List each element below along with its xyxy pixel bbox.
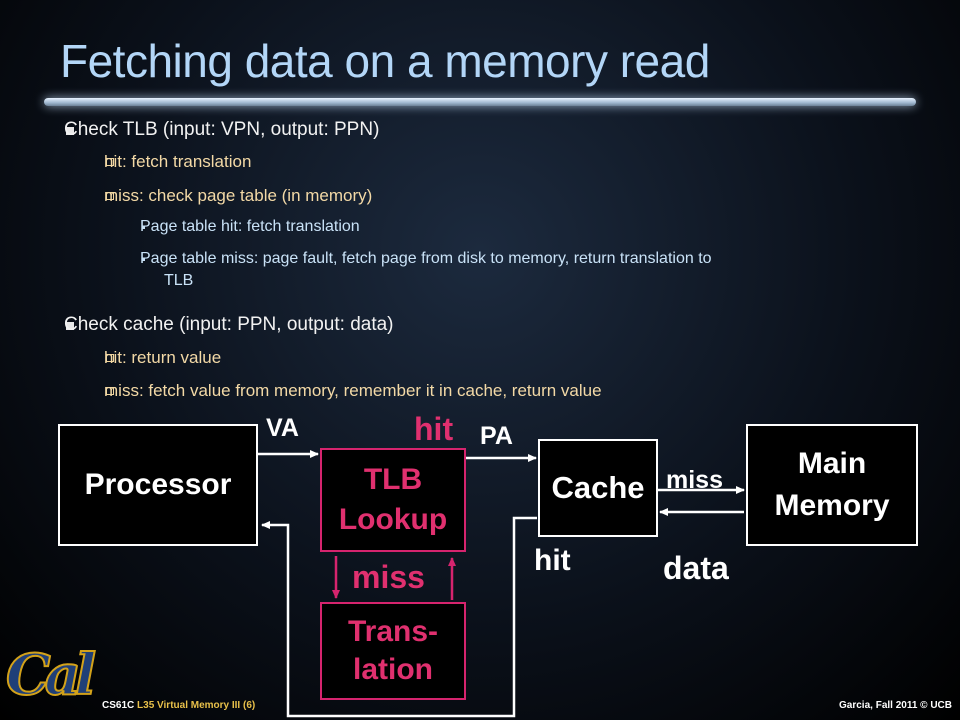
translation-box: Trans- lation	[320, 602, 466, 700]
bullet-cache-hit: hit: return value	[104, 348, 222, 367]
main-memory-box: Main Memory	[746, 424, 918, 546]
translation-label-line2: lation	[353, 653, 433, 686]
footer-course: CS61C L35 Virtual Memory III (6)	[102, 700, 255, 711]
bullet-hollow-square-icon	[106, 192, 114, 200]
processor-label: Processor	[84, 468, 232, 501]
tlb-miss-label: miss	[352, 559, 425, 595]
bullet-square-icon	[66, 322, 74, 330]
bullet-dot-icon	[142, 258, 145, 261]
translation-label-line1: Trans-	[347, 615, 439, 648]
tlb-hit-label: hit	[414, 411, 454, 447]
bullet-check-tlb: Check TLB (input: VPN, output: PPN)	[64, 119, 380, 140]
cache-miss-label: miss	[666, 466, 723, 494]
bullet-hollow-square-icon	[106, 158, 114, 166]
bullet-tlb-hit: hit: fetch translation	[104, 152, 252, 171]
title-underline	[44, 98, 916, 106]
tlb-lookup-label-line1: TLB	[363, 463, 423, 496]
bullet-hollow-square-icon	[106, 387, 114, 395]
bullet-page-table-miss-line1: Page table miss: page fault, fetch page …	[140, 250, 712, 267]
bullet-dot-icon	[142, 226, 145, 229]
tlb-lookup-label-line2: Lookup	[338, 503, 448, 536]
bullet-tlb-miss: miss: check page table (in memory)	[104, 186, 373, 205]
footer-credit: Garcia, Fall 2011 © UCB	[839, 700, 952, 711]
cache-box: Cache	[538, 439, 658, 537]
bullet-square-icon	[66, 127, 74, 135]
cal-logo: Cal	[5, 641, 97, 709]
cache-hit-return-path	[261, 516, 537, 718]
bullet-cache-miss: miss: fetch value from memory, remember …	[104, 381, 602, 400]
slide-title: Fetching data on a memory read	[60, 35, 710, 87]
footer-lecture: L35 Virtual Memory III (6)	[137, 700, 256, 711]
processor-box: Processor	[58, 424, 258, 546]
data-label: data	[663, 550, 729, 586]
cache-label: Cache	[551, 470, 645, 505]
tlb-lookup-box: TLB Lookup	[320, 448, 466, 552]
bullet-page-table-miss-line2: TLB	[164, 272, 194, 289]
bullet-page-table-hit: Page table hit: fetch translation	[140, 218, 360, 235]
pa-label: PA	[480, 422, 513, 450]
va-label: VA	[266, 414, 299, 442]
main-memory-label-line2: Memory	[774, 489, 890, 522]
bullet-page-table-miss: Page table miss: page fault, fetch page …	[140, 248, 712, 292]
cache-hit-label: hit	[534, 544, 571, 577]
footer-course-code: CS61C	[102, 700, 135, 711]
main-memory-label-line1: Main	[797, 447, 867, 480]
bullet-check-cache: Check cache (input: PPN, output: data)	[64, 314, 394, 335]
bullet-hollow-square-icon	[106, 354, 114, 362]
